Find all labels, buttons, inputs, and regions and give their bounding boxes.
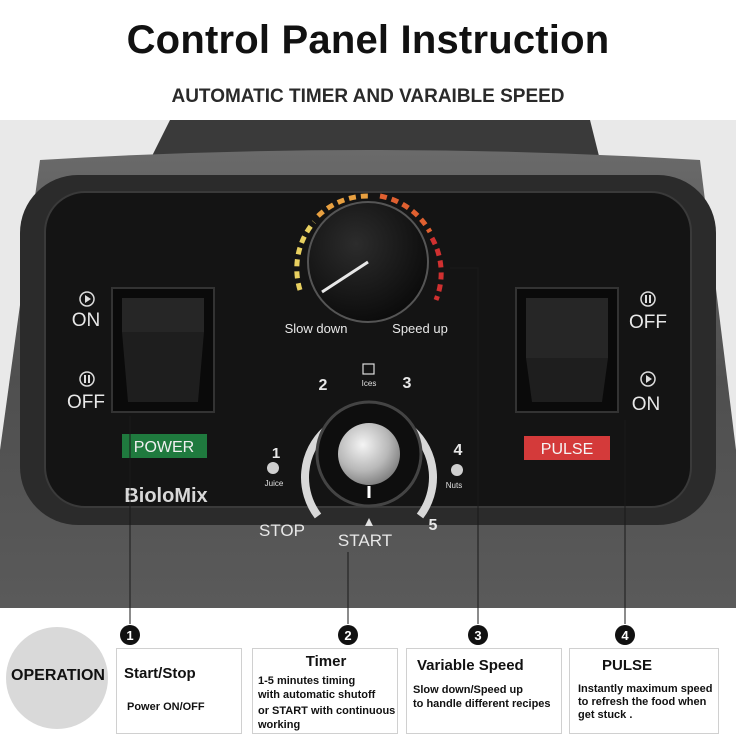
speed-knob-pointer [321, 260, 369, 294]
juice-preset-label: Juice [265, 479, 284, 488]
play-icon [79, 291, 95, 307]
power-switch[interactable] [111, 287, 215, 413]
play-icon [640, 371, 656, 387]
brand-logo: BioloMix [124, 485, 207, 507]
callout-4: 4 [621, 628, 629, 643]
page-subtitle: AUTOMATIC TIMER AND VARAIBLE SPEED [171, 86, 565, 107]
pulse-line-3: get stuck . [578, 709, 633, 721]
power-badge [122, 434, 207, 458]
variable-speed-title: Variable Speed [417, 657, 524, 674]
timer-stop-label: STOP [259, 521, 305, 540]
operation-circle [6, 627, 108, 729]
timer-mark-2: 2 [319, 377, 328, 394]
pulse-box: PULSE Instantly maximum speed to refresh… [569, 648, 719, 734]
nut-icon [451, 464, 463, 476]
timer-line-1: 1-5 minutes timing [258, 675, 356, 687]
timer-mark-1: 1 [272, 445, 280, 462]
fruit-icon [267, 462, 279, 474]
pulse-off-label: OFF [629, 312, 667, 333]
nuts-preset-label: Nuts [446, 481, 462, 490]
pulse-title: PULSE [602, 657, 653, 674]
timer-knob[interactable] [338, 423, 400, 485]
timer-mark-3: 3 [403, 375, 412, 392]
power-off-label: OFF [67, 392, 105, 413]
power-on-label: ON [72, 310, 101, 331]
start-arrow-icon [365, 518, 373, 526]
callout-markers: 1 2 3 4 [120, 608, 635, 645]
timer-line-2: with automatic shutoff [258, 689, 376, 701]
callout-3: 3 [474, 628, 481, 643]
page-title: Control Panel Instruction [126, 18, 610, 62]
pulse-line-1: Instantly maximum speed [578, 683, 713, 695]
callout-2: 2 [344, 628, 351, 643]
pulse-on-label: ON [632, 394, 661, 415]
speed-scale [294, 193, 444, 301]
speed-up-label: Speed up [392, 321, 448, 336]
operation-label: OPERATION [11, 667, 105, 684]
pulse-badge-label: PULSE [541, 441, 593, 458]
timer-mark-4: 4 [454, 442, 463, 459]
ices-preset-label: Ices [362, 379, 377, 388]
pulse-switch[interactable] [515, 287, 619, 413]
pulse-line-2: to refresh the food when [578, 696, 707, 708]
timer-line-4: working [258, 719, 301, 731]
variable-speed-line-1: Slow down/Speed up [413, 684, 523, 696]
ice-cube-icon [362, 363, 375, 375]
callout-1: 1 [126, 628, 133, 643]
timer-line-3: or START with continuous [258, 705, 396, 717]
start-stop-line-1: Power ON/OFF [127, 701, 205, 713]
blender-control-panel-illustration: Slow down Speed up ON OFF POWER BioloMix… [0, 120, 736, 608]
start-stop-title: Start/Stop [124, 665, 196, 682]
timer-mark-5: 5 [429, 517, 438, 534]
power-badge-label: POWER [134, 439, 194, 456]
pause-icon [640, 291, 656, 307]
variable-speed-box: Variable Speed Slow down/Speed up to han… [406, 648, 562, 734]
pulse-badge [524, 436, 610, 460]
pause-icon [79, 371, 95, 387]
slow-down-label: Slow down [285, 321, 348, 336]
leader-line-3 [450, 267, 479, 608]
start-stop-box: Start/Stop Power ON/OFF [116, 648, 242, 734]
timer-start-label: START [338, 531, 392, 550]
timer-title: Timer [305, 653, 347, 670]
variable-speed-line-2: to handle different recipes [413, 698, 551, 710]
timer-box: Timer 1-5 minutes timing with automatic … [252, 648, 398, 734]
